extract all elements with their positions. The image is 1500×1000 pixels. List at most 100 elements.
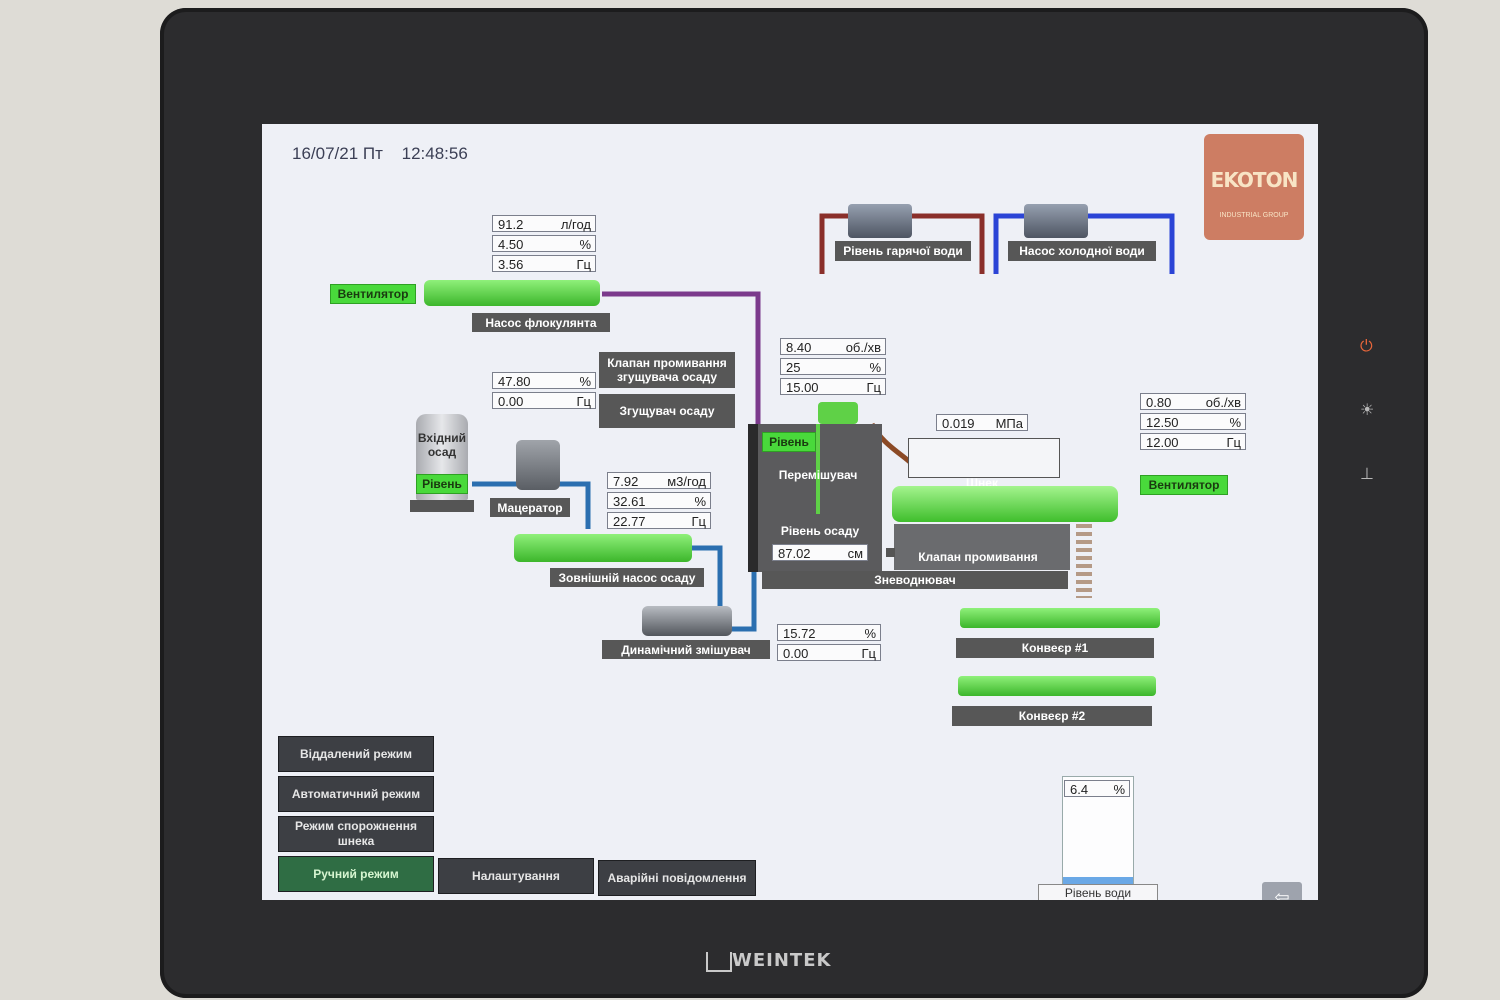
cold-water-pump-icon[interactable] — [1024, 204, 1088, 238]
floc-pct-field[interactable]: 4.50% — [492, 235, 596, 252]
floc-pump-label: Насос флокулянта — [472, 313, 610, 332]
macerator-label[interactable]: Мацератор — [490, 498, 570, 517]
screw-pressure-unit: МПа — [995, 416, 1023, 431]
date-text: 16/07/21 Пт — [292, 144, 383, 163]
ext-flow-unit: м3/год — [667, 474, 706, 489]
floc-flow-field[interactable]: 91.2 л/год — [492, 215, 596, 232]
floc-fan-indicator[interactable]: Вентилятор — [330, 284, 416, 304]
floc-freq-field[interactable]: 3.56 Гц — [492, 255, 596, 272]
floc-pct-value: 4.50 — [498, 237, 524, 252]
conveyor1-icon[interactable] — [960, 608, 1160, 628]
mixer-pct-value: 25 — [786, 360, 801, 375]
dyn-freq-value: 0.00 — [783, 646, 809, 661]
thickener-valve-label[interactable]: Клапан промивання згущувача осаду — [599, 352, 735, 388]
inlet-level-indicator[interactable]: Рівень — [416, 474, 468, 494]
floc-pump-icon[interactable] — [424, 280, 600, 306]
dyn-mixer-icon[interactable] — [642, 606, 732, 636]
wash-valve-icon[interactable] — [886, 548, 895, 557]
mixer-freq-field[interactable]: 15.00 Гц — [780, 378, 886, 395]
dewaterer-label: Зневоднювач — [762, 571, 1068, 589]
thickener-freq-value: 0.00 — [498, 394, 524, 409]
network-icon: ⊥ — [1360, 464, 1374, 483]
settings-button[interactable]: Налаштування — [438, 858, 594, 894]
screw-freq-unit: Гц — [1226, 435, 1242, 450]
floc-freq-unit: Гц — [576, 257, 592, 272]
hot-water-pump-icon[interactable] — [848, 204, 912, 238]
sludge-level-label: Рівень осаду — [780, 524, 860, 538]
sludge-level-value: 87.02 — [778, 546, 811, 561]
thickener-label[interactable]: Згущувач осаду — [599, 394, 735, 428]
screw-pressure-value: 0.019 — [942, 416, 975, 431]
water-level-unit: % — [1113, 782, 1125, 797]
back-arrow-icon[interactable]: ⇦ — [1262, 882, 1302, 900]
screw-pct-unit: % — [1229, 415, 1241, 430]
thickener-freq-field[interactable]: 0.00 Гц — [492, 392, 596, 409]
ext-pct-field[interactable]: 32.61% — [607, 492, 711, 509]
brightness-icon[interactable]: ☀ — [1360, 400, 1375, 419]
hot-water-label: Рівень гарячої води — [835, 241, 971, 261]
ext-pct-value: 32.61 — [613, 494, 646, 509]
screw-pressure-field[interactable]: 0.019 МПа — [936, 414, 1028, 431]
ext-pump-icon[interactable] — [514, 534, 692, 562]
screw-fan-indicator[interactable]: Вентилятор — [1140, 475, 1228, 495]
ext-flow-field[interactable]: 7.92 м3/год — [607, 472, 711, 489]
auto-mode-button[interactable]: Автоматичний режим — [278, 776, 434, 812]
dewaterer-body — [894, 524, 1070, 570]
alarms-button[interactable]: Аварійні повідомлення — [598, 860, 756, 896]
water-level-fill — [1063, 877, 1133, 884]
device-brand: WEINTEK — [732, 950, 832, 971]
mixer-pct-field[interactable]: 25% — [780, 358, 886, 375]
cold-water-label: Насос холодної води — [1008, 241, 1156, 261]
inlet-base — [410, 500, 474, 512]
mixer-label[interactable]: Перемішувач — [778, 468, 858, 482]
dyn-pct-unit: % — [864, 626, 876, 641]
screw-spray-bar — [908, 438, 1060, 478]
thickener-pct-unit: % — [579, 374, 591, 389]
screw-wash-valve-label[interactable]: Клапан промивання — [918, 550, 1038, 564]
logo-name: EKOTON — [1210, 168, 1299, 192]
ext-freq-field[interactable]: 22.77 Гц — [607, 512, 711, 529]
conveyor2-icon[interactable] — [958, 676, 1156, 696]
screw-rpm-value: 0.80 — [1146, 395, 1172, 410]
dyn-mixer-label: Динамічний змішувач — [602, 640, 770, 659]
floc-flow-value: 91.2 — [498, 217, 524, 232]
ext-flow-value: 7.92 — [613, 474, 639, 489]
dyn-pct-field[interactable]: 15.72% — [777, 624, 881, 641]
screw-freq-field[interactable]: 12.00 Гц — [1140, 433, 1246, 450]
thickener-pct-field[interactable]: 47.80% — [492, 372, 596, 389]
floc-flow-unit: л/год — [560, 217, 591, 232]
time-text: 12:48:56 — [401, 144, 468, 163]
empty-screw-mode-button[interactable]: Режим спорожнення шнека — [278, 816, 434, 852]
thickener-freq-unit: Гц — [576, 394, 592, 409]
dyn-pct-value: 15.72 — [783, 626, 816, 641]
inlet-label: Вхідний осад — [417, 431, 467, 459]
mixer-level-indicator[interactable]: Рівень — [762, 432, 816, 452]
manual-mode-button[interactable]: Ручний режим — [278, 856, 434, 892]
water-level-label: Рівень води — [1038, 884, 1158, 900]
screw-conveyor-icon[interactable] — [892, 486, 1118, 522]
mixer-motor-icon[interactable] — [818, 402, 858, 424]
ext-pump-label: Зовнішній насос осаду — [550, 568, 704, 587]
mixer-rpm-value: 8.40 — [786, 340, 812, 355]
screw-pct-field[interactable]: 12.50% — [1140, 413, 1246, 430]
ext-freq-unit: Гц — [691, 514, 707, 529]
thickener-pct-value: 47.80 — [498, 374, 531, 389]
water-level-value: 6.4 — [1070, 782, 1089, 797]
conveyor1-label: Конвеєр #1 — [956, 638, 1154, 658]
floc-freq-value: 3.56 — [498, 257, 524, 272]
ext-freq-value: 22.77 — [613, 514, 646, 529]
conveyor2-label: Конвеєр #2 — [952, 706, 1152, 726]
macerator-icon[interactable] — [516, 440, 560, 490]
mixer-freq-value: 15.00 — [786, 380, 819, 395]
water-level-field[interactable]: 6.4% — [1064, 780, 1130, 797]
mixer-freq-unit: Гц — [866, 380, 882, 395]
screw-freq-value: 12.00 — [1146, 435, 1179, 450]
remote-mode-button[interactable]: Віддалений режим — [278, 736, 434, 772]
power-icon[interactable]: ⏻ — [1360, 336, 1373, 355]
floc-pct-unit: % — [579, 237, 591, 252]
weintek-logo-icon — [706, 952, 732, 972]
